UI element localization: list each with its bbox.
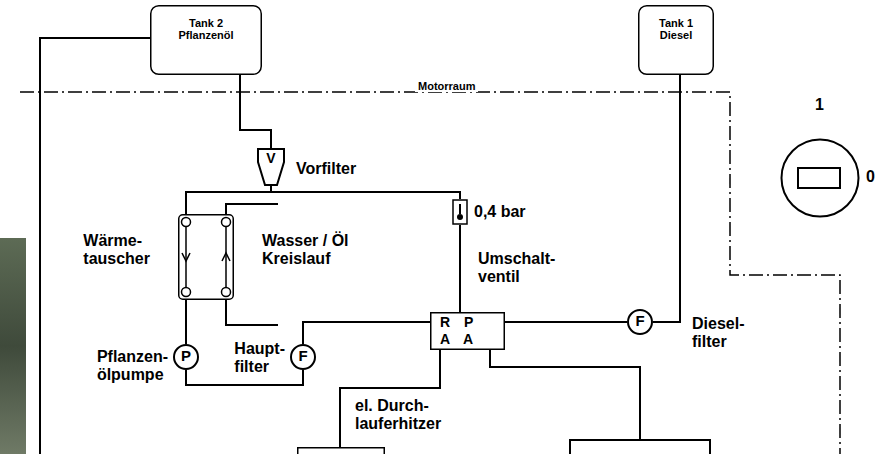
part-label: Diesel- filter <box>692 315 744 350</box>
fuel-line <box>185 300 187 344</box>
prefilter-symbol: VVorfilter <box>257 148 285 186</box>
tank-label: Tank 2 Pflanzenöl <box>174 17 238 41</box>
pump-letter: P <box>173 348 199 365</box>
region-label: Motorraum <box>415 80 478 92</box>
part-label: Haupt- filter <box>234 340 285 375</box>
fuel-line <box>303 322 430 344</box>
fuel-line <box>186 192 460 214</box>
part-label: el. Durch- lauferhitzer <box>355 397 441 432</box>
fuel-line <box>505 321 627 323</box>
part-label: Umschalt- ventil <box>478 250 555 285</box>
circuit-label: Wasser / Öl Kreislauf <box>262 232 366 267</box>
port-letters: A A <box>440 332 473 347</box>
node-outline <box>178 214 234 300</box>
switch-position: 0 <box>866 168 875 186</box>
fuel-line <box>186 186 271 214</box>
fuel-line <box>240 75 271 148</box>
coolant-lead <box>226 300 278 325</box>
selector-switch: 10 <box>780 138 860 218</box>
heater-box: el. Durch- lauferhitzer <box>297 447 385 454</box>
part-label: Wärme- tauscher <box>83 232 150 267</box>
pump-symbol: PPflanzen- ölpumpe <box>173 344 199 370</box>
switch-valve: Umschalt- ventilR PA A <box>430 312 505 350</box>
photo-strip <box>0 238 26 454</box>
node-outline <box>452 199 468 225</box>
filter-symbol: FDiesel- filter <box>627 309 653 335</box>
filter-letter: F <box>290 348 316 365</box>
engine-bay-boundary <box>20 92 840 454</box>
fuel-line <box>459 225 461 312</box>
filter-letter: F <box>627 313 653 330</box>
tank-box: Tank 2 Pflanzenöl <box>150 5 262 75</box>
engine-part-box <box>570 440 710 454</box>
filter-letter: V <box>257 151 285 166</box>
coolant-lead <box>226 204 278 214</box>
part-label: Pflanzen- ölpumpe <box>97 348 168 383</box>
return-line <box>40 38 150 454</box>
node-outline <box>297 447 385 454</box>
pressure-valve: 0,4 bar <box>452 199 468 225</box>
filter-symbol: FHaupt- filter <box>290 344 316 370</box>
pressure-label: 0,4 bar <box>474 203 526 221</box>
tank-label: Tank 1 Diesel <box>655 17 697 41</box>
switch-position: 1 <box>815 96 824 114</box>
engine-feed-line <box>490 350 640 440</box>
node-outline <box>780 138 860 218</box>
heat-exchanger: Wärme- tauscher <box>178 214 234 300</box>
fuel-line <box>653 75 680 322</box>
tank-box: Tank 1 Diesel <box>638 5 714 75</box>
part-label: Vorfilter <box>296 160 356 178</box>
port-letters: R P <box>440 315 473 330</box>
